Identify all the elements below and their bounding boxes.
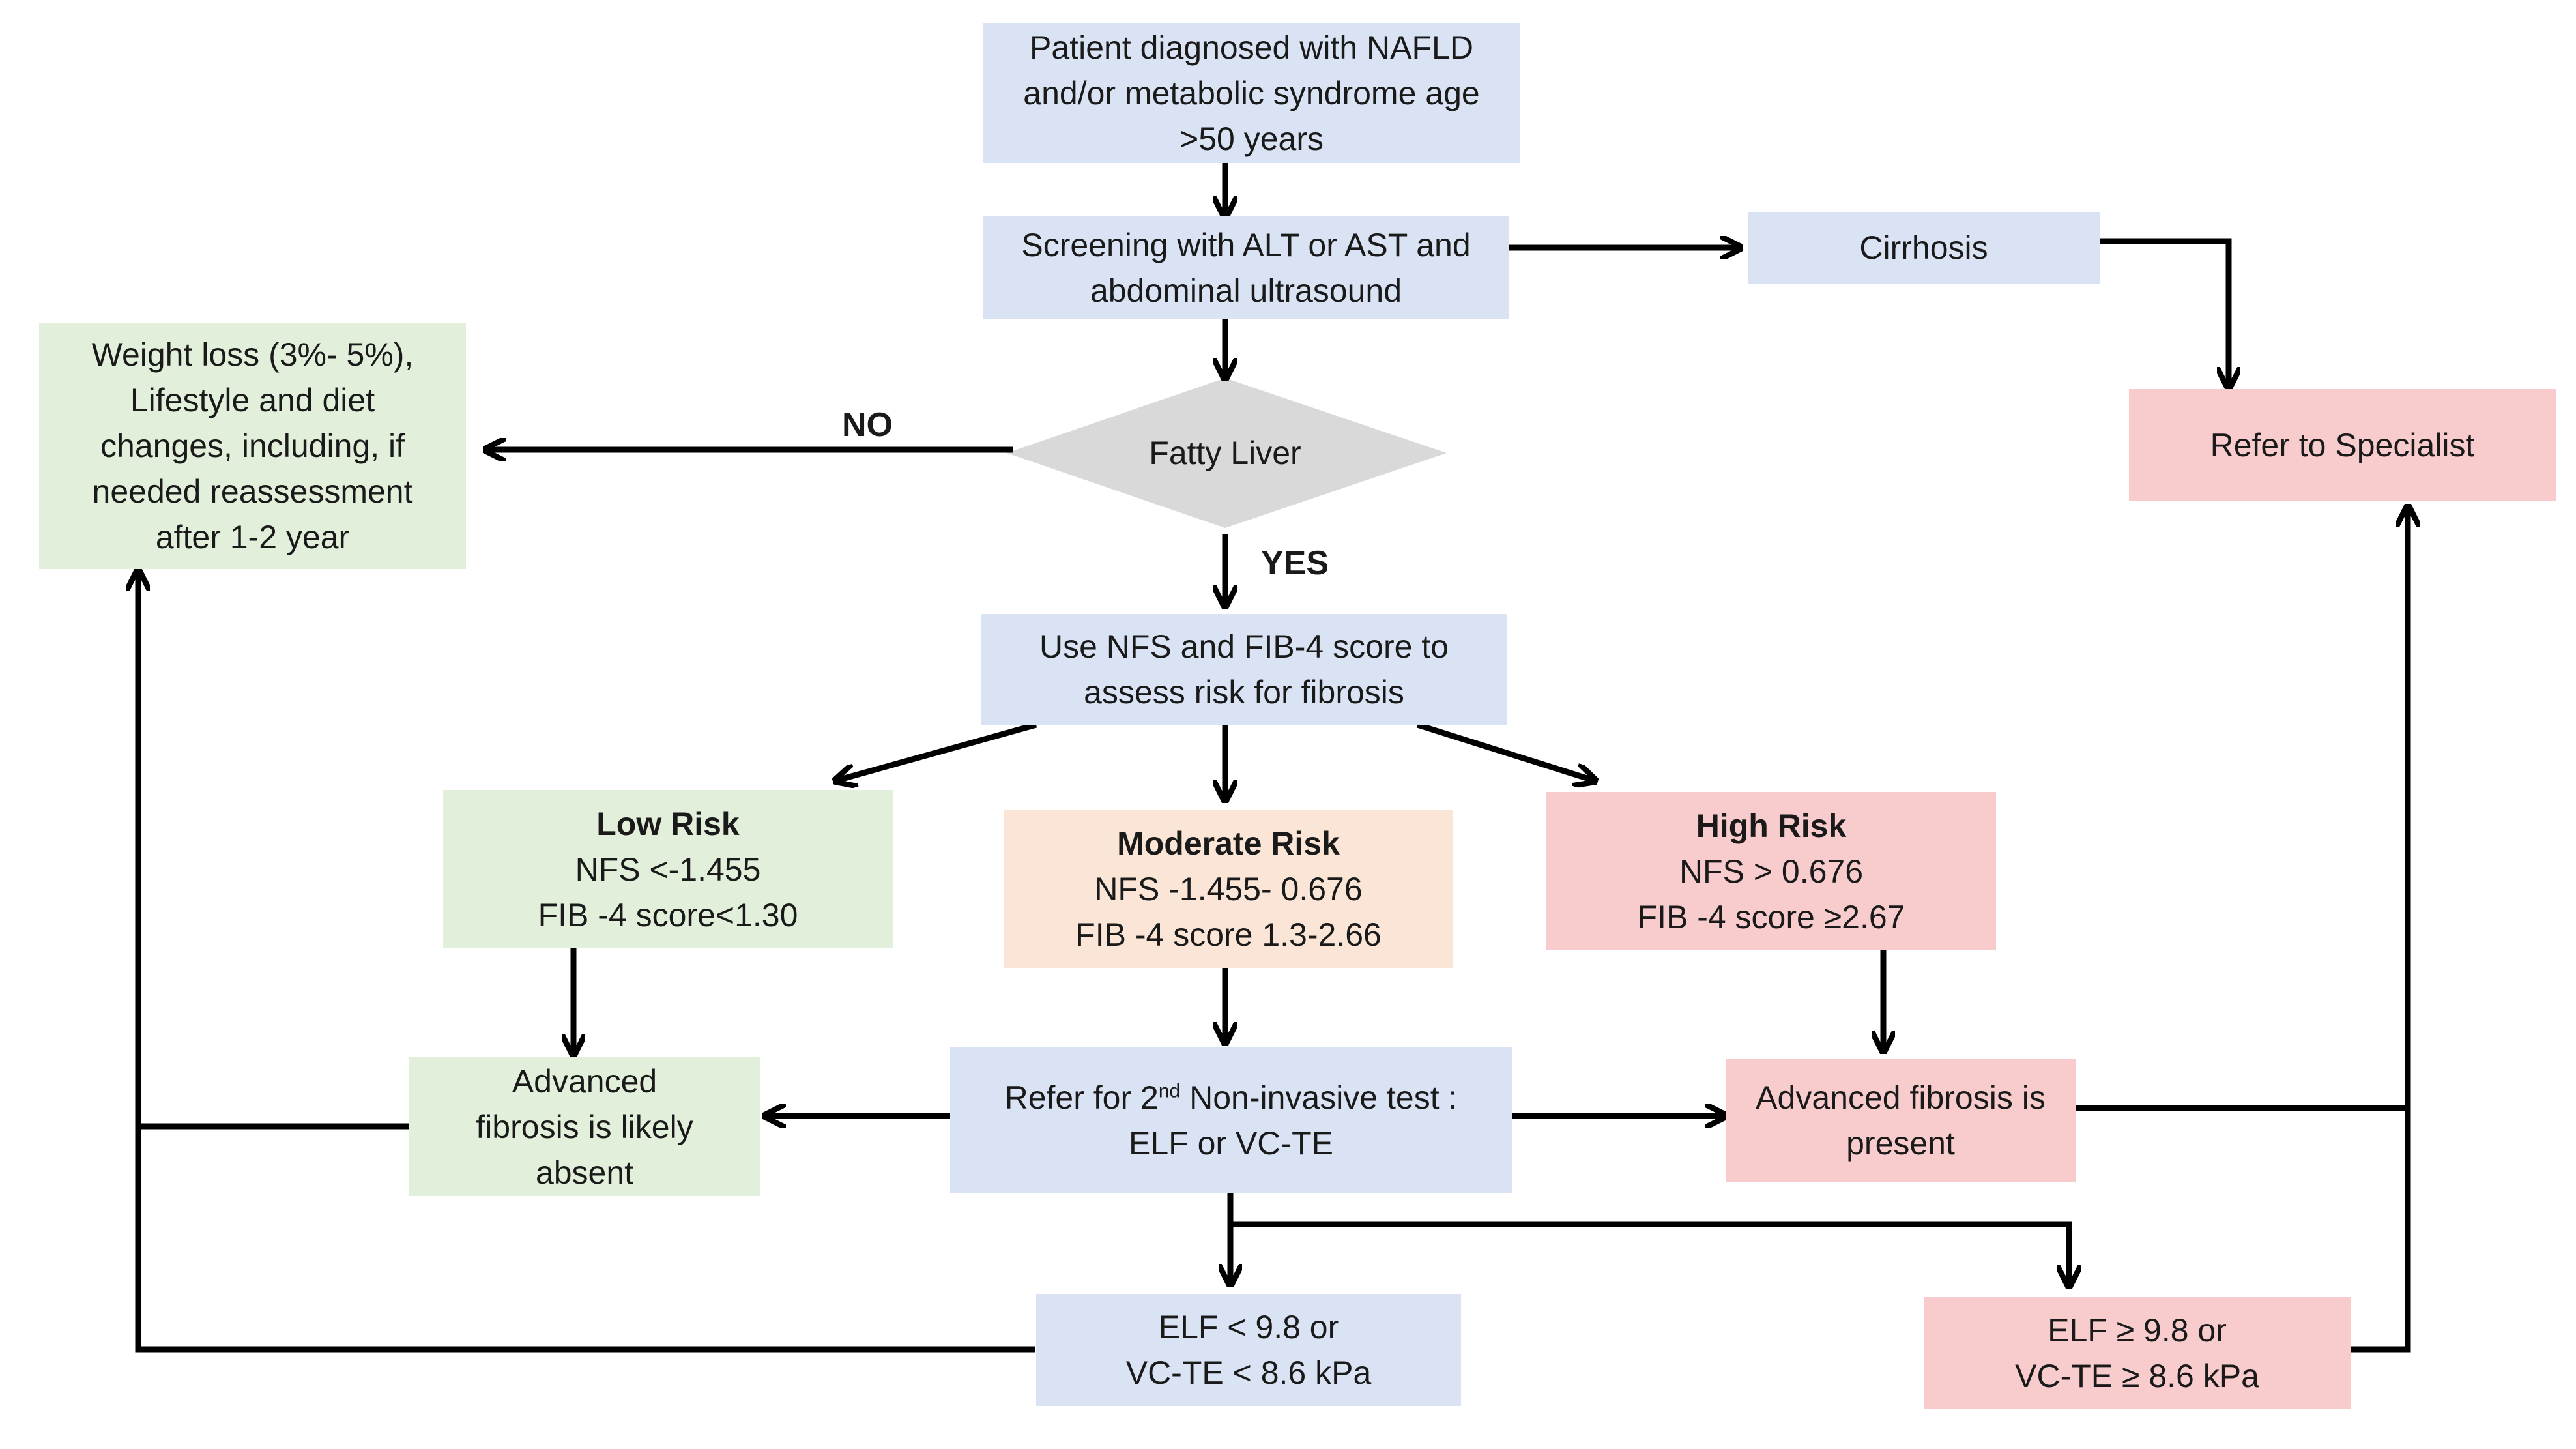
edge-cirrhosis-specialist [2095, 238, 2229, 386]
low-risk-line-1: NFS <-1.455 [575, 851, 761, 888]
cirrhosis-label: Cirrhosis [1859, 229, 1988, 266]
weight-loss-line-3: changes, including, if [100, 428, 405, 464]
high-risk-line-2: FIB -4 score ≥2.67 [1637, 898, 1905, 935]
present-line-2: present [1846, 1125, 1955, 1162]
edge-label-yes: YES [1261, 544, 1329, 582]
second-test-post: Non-invasive test : [1180, 1079, 1458, 1116]
fatty-liver-diamond [1007, 378, 1447, 528]
elf-low-line-1: ELF < 9.8 or [1158, 1309, 1339, 1345]
fibrosis-absent-node: Advanced fibrosis is likely absent [409, 1057, 760, 1196]
present-line-1: Advanced fibrosis is [1756, 1079, 2046, 1116]
weight-loss-line-5: after 1-2 year [155, 519, 350, 555]
screening-line-1: Screening with ALT or AST and [1021, 227, 1471, 263]
moderate-risk-title: Moderate Risk [1117, 825, 1340, 862]
moderate-risk-line-2: FIB -4 score 1.3-2.66 [1075, 916, 1382, 953]
elf-high-node: ELF ≥ 9.8 or VC-TE ≥ 8.6 kPa [1924, 1297, 2351, 1409]
low-risk-line-2: FIB -4 score<1.30 [538, 896, 798, 933]
low-risk-title: Low Risk [596, 805, 740, 842]
second-test-line-1: Refer for 2nd Non-invasive test : [1005, 1075, 1458, 1120]
specialist-node: Refer to Specialist [2129, 389, 2556, 501]
screening-line-2: abdominal ultrasound [1090, 272, 1402, 309]
edge-elfhigh-specialist [2349, 508, 2408, 1353]
elf-low-node: ELF < 9.8 or VC-TE < 8.6 kPa [1036, 1294, 1461, 1406]
second-test-sup: nd [1158, 1079, 1181, 1102]
moderate-risk-node: Moderate Risk NFS -1.455- 0.676 FIB -4 s… [1004, 810, 1453, 968]
start-line-3: >50 years [1179, 120, 1324, 157]
elf-high-line-2: VC-TE ≥ 8.6 kPa [2015, 1358, 2259, 1394]
specialist-label: Refer to Specialist [2210, 427, 2475, 463]
use-scores-line-2: assess risk for fibrosis [1084, 674, 1404, 710]
absent-line-2: fibrosis is likely [476, 1108, 693, 1145]
cirrhosis-node: Cirrhosis [1748, 212, 2100, 284]
second-test-pre: Refer for 2 [1004, 1079, 1159, 1116]
screening-node: Screening with ALT or AST and abdominal … [983, 216, 1509, 319]
moderate-risk-line-1: NFS -1.455- 0.676 [1094, 870, 1363, 907]
weight-loss-node: Weight loss (3%- 5%), Lifestyle and diet… [39, 323, 466, 569]
use-scores-node: Use NFS and FIB-4 score to assess risk f… [981, 614, 1507, 725]
weight-loss-line-4: needed reassessment [92, 473, 413, 510]
absent-line-1: Advanced [512, 1062, 658, 1100]
weight-loss-line-1: Weight loss (3%- 5%), [91, 336, 414, 373]
use-scores-line-1: Use NFS and FIB-4 score to [1039, 628, 1449, 665]
second-test-line-2: ELF or VC-TE [1129, 1124, 1333, 1162]
edge-second-elfhigh [1230, 1221, 2069, 1284]
edge-scores-low [837, 722, 1037, 780]
fatty-liver-label: Fatty Liver [1149, 435, 1301, 471]
elf-low-line-2: VC-TE < 8.6 kPa [1125, 1354, 1372, 1391]
edge-elflow-weightloss [138, 572, 1035, 1353]
high-risk-title: High Risk [1696, 807, 1847, 844]
start-line-1: Patient diagnosed with NAFLD [1030, 29, 1473, 66]
second-test-node: Refer for 2nd Non-invasive test : ELF or… [950, 1047, 1512, 1193]
weight-loss-line-2: Lifestyle and diet [130, 382, 375, 418]
low-risk-node: Low Risk NFS <-1.455 FIB -4 score<1.30 [443, 790, 893, 948]
edge-scores-high [1416, 722, 1593, 780]
start-node: Patient diagnosed with NAFLD and/or meta… [983, 23, 1520, 163]
elf-high-line-1: ELF ≥ 9.8 or [2048, 1312, 2227, 1349]
fibrosis-present-node: Advanced fibrosis is present [1726, 1059, 2076, 1182]
absent-line-3: absent [535, 1154, 634, 1191]
high-risk-node: High Risk NFS > 0.676 FIB -4 score ≥2.67 [1546, 792, 1996, 950]
start-line-2: and/or metabolic syndrome age [1023, 74, 1480, 111]
edge-label-no: NO [842, 406, 893, 444]
high-risk-line-1: NFS > 0.676 [1679, 853, 1864, 890]
